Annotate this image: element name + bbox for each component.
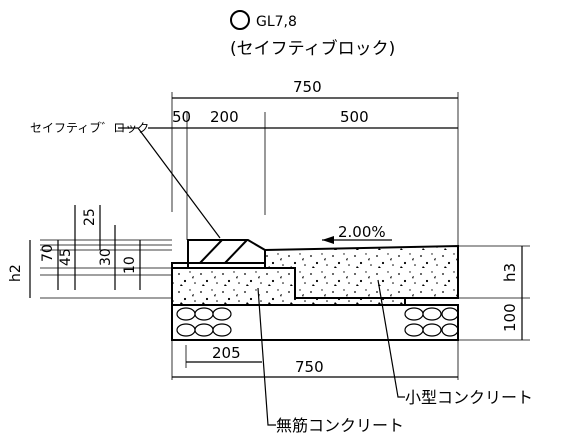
dim-205: 205 [212,344,241,362]
gravel-right [404,307,459,337]
slope-text: 2.00% [338,223,386,241]
title-text: GL7,8 [256,14,297,30]
dim-25: 25 [82,208,98,226]
dim-h2: h2 [8,264,24,282]
dim-h3: h3 [501,263,519,282]
plain-concrete-label: 無筋コンクリート [276,416,404,435]
safety-block [187,239,266,264]
leader-small-concrete [377,279,405,398]
slope-arrow-icon [322,236,334,244]
dim-10: 10 [122,256,138,274]
gravel-left [176,307,232,337]
leader-plain-concrete [257,287,276,426]
left-step [171,262,189,269]
dim-bottom-total: 750 [295,358,324,376]
circle-marker-icon [230,10,250,30]
subtitle-text: (セイフティブロック) [230,38,395,59]
small-concrete-label: 小型コンクリート [405,388,533,407]
dim-70: 70 [40,244,56,262]
leader-safety-block [118,127,221,239]
dim-200: 200 [210,108,239,126]
dim-45: 45 [58,248,74,266]
dim-50: 50 [172,108,191,126]
safety-block-label: セイフティブ゛ロック [30,120,149,135]
gravel-layer [171,304,459,341]
dim-100: 100 [501,303,519,332]
dim-500: 500 [340,108,369,126]
dim-top-total: 750 [293,78,322,96]
dim-30: 30 [98,248,114,266]
block-hatch-2 [224,239,248,264]
block-hatch-1 [199,239,223,264]
